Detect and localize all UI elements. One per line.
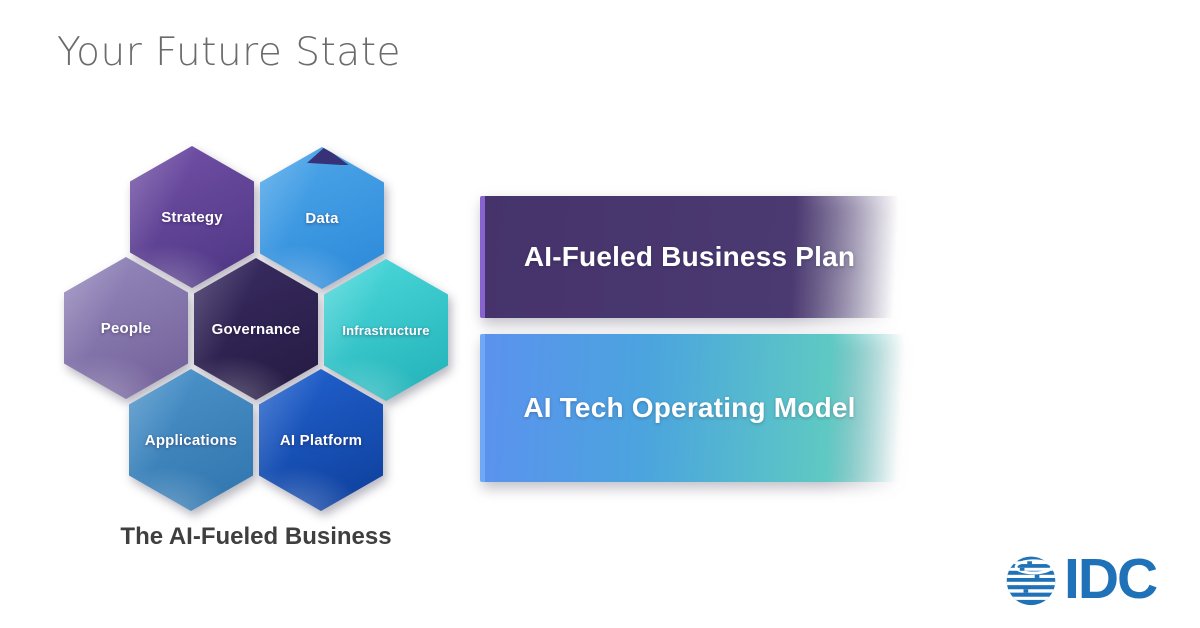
banner-ai-fueled-business-plan: AI-Fueled Business Plan bbox=[480, 196, 910, 318]
hex-label-strategy: Strategy bbox=[161, 208, 223, 226]
hex-governance: Governance bbox=[194, 258, 318, 400]
hexagon-shape: Applications bbox=[129, 369, 253, 511]
hex-label-people: People bbox=[100, 319, 152, 337]
banner-label: AI-Fueled Business Plan bbox=[523, 241, 856, 272]
hex-infrastructure: Infrastructure bbox=[324, 259, 448, 401]
hex-applications: Applications bbox=[129, 369, 253, 511]
hex-label-applications: Applications bbox=[144, 431, 238, 449]
hex-label-governance: Governance bbox=[211, 320, 301, 338]
honeycomb-caption: The AI-Fueled Business bbox=[120, 523, 392, 550]
page-title: Your Future State bbox=[57, 30, 401, 75]
banner-label: AI Tech Operating Model bbox=[523, 392, 856, 423]
hex-people: People bbox=[64, 257, 188, 399]
banner-ai-tech-operating-model: AI Tech Operating Model bbox=[480, 334, 910, 482]
hex-label-ai-platform: AI Platform bbox=[279, 431, 363, 449]
hex-data: Data bbox=[260, 147, 384, 289]
hexagon-shape: AI Platform bbox=[259, 369, 383, 511]
globe-icon bbox=[1006, 556, 1056, 606]
idc-logo: IDC bbox=[1003, 547, 1158, 611]
idc-logo-text: IDC bbox=[1064, 547, 1158, 611]
hex-label-infrastructure: Infrastructure bbox=[342, 322, 430, 338]
hex-ai-platform: AI Platform bbox=[259, 369, 383, 511]
hex-label-data: Data bbox=[305, 209, 339, 227]
hex-strategy: Strategy bbox=[130, 146, 254, 288]
